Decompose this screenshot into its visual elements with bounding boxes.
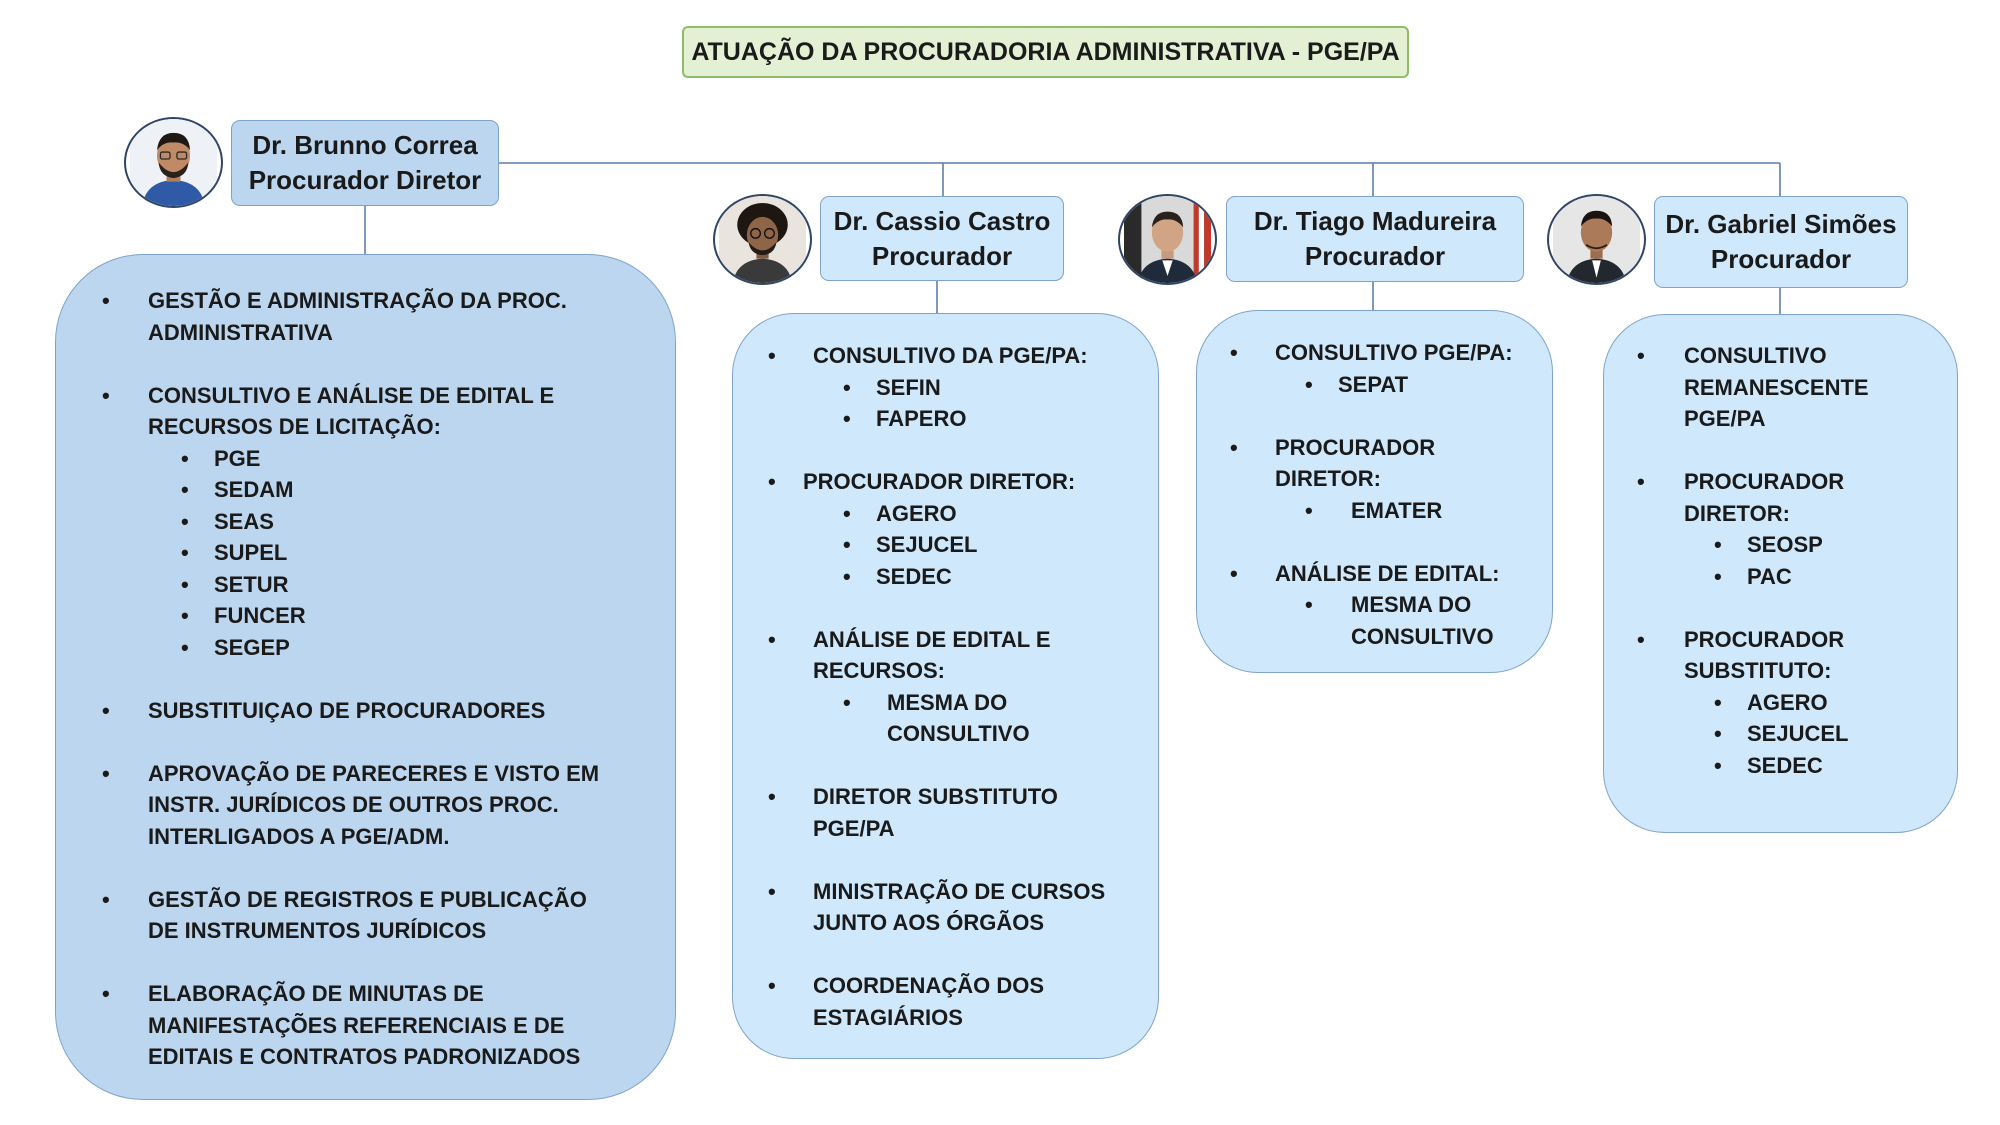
tiago-name-box: Dr. Tiago Madureira Procurador [1226, 196, 1524, 282]
procurador-role: Procurador [1304, 241, 1446, 271]
duty-subitem: SEGEP [181, 632, 615, 664]
duty-text: DIRETOR SUBSTITUTO PGE/PA [813, 784, 1058, 841]
duty-sublist: EMATER [1305, 495, 1536, 527]
duty-subitem: SEJUCEL [843, 529, 1138, 561]
duty-text: CONSULTIVO REMANESCENTE PGE/PA [1684, 343, 1869, 431]
director-name: Dr. Brunno Correa [252, 130, 478, 160]
procurador-name: Dr. Tiago Madureira [1253, 206, 1497, 236]
duty-subitem: SEAS [181, 506, 615, 538]
director-role: Procurador Diretor [248, 165, 482, 195]
duty-item: CONSULTIVO E ANÁLISE DE EDITAL E RECURSO… [102, 380, 615, 664]
duty-item: ANÁLISE DE EDITAL E RECURSOS: MESMA DO C… [768, 624, 1138, 750]
cassio-duties-box: CONSULTIVO DA PGE/PA: SEFIN FAPERO PROCU… [732, 313, 1159, 1059]
duty-item: ANÁLISE DE EDITAL: MESMA DO CONSULTIVO [1230, 558, 1536, 653]
duty-subitem: MESMA DO CONSULTIVO [843, 687, 1037, 750]
duty-text: PROCURADOR DIRETOR: [1684, 469, 1845, 526]
tiago-duties-list: CONSULTIVO PGE/PA: SEPAT PROCURADOR DIRE… [1230, 337, 1536, 652]
duty-item: CONSULTIVO DA PGE/PA: SEFIN FAPERO [768, 340, 1138, 435]
duty-sublist: SEFIN FAPERO [843, 372, 1138, 435]
duty-item: ELABORAÇÃO DE MINUTAS DE MANIFESTAÇÕES R… [102, 978, 615, 1073]
duty-text: CONSULTIVO PGE/PA: [1275, 340, 1513, 365]
duty-text: ANÁLISE DE EDITAL: [1275, 560, 1500, 586]
duty-sublist: AGERO SEJUCEL SEDEC [1714, 687, 1941, 782]
duty-text: MINISTRAÇÃO DE CURSOS JUNTO AOS ÓRGÃOS [813, 878, 1106, 936]
gabriel-duties-list: CONSULTIVO REMANESCENTE PGE/PA PROCURADO… [1637, 340, 1941, 781]
duty-text: GESTÃO DE REGISTROS E PUBLICAÇÃO DE INST… [148, 886, 587, 944]
duty-sublist: AGERO SEJUCEL SEDEC [843, 498, 1138, 593]
duty-subitem: SEJUCEL [1714, 718, 1941, 750]
tiago-duties-box: CONSULTIVO PGE/PA: SEPAT PROCURADOR DIRE… [1196, 310, 1553, 673]
duty-text: ANÁLISE DE EDITAL E RECURSOS: [813, 626, 1051, 684]
gabriel-name-box: Dr. Gabriel Simões Procurador [1654, 196, 1908, 288]
person-photo-icon [130, 119, 217, 206]
duty-item: MINISTRAÇÃO DE CURSOS JUNTO AOS ÓRGÃOS [768, 876, 1138, 939]
duty-subitem: MESMA DO CONSULTIVO [1305, 589, 1501, 652]
duty-text: APROVAÇÃO DE PARECERES E VISTO EM INSTR.… [148, 760, 600, 849]
director-name-box: Dr. Brunno Correa Procurador Diretor [231, 120, 499, 206]
duty-item: PROCURADOR DIRETOR: SEOSP PAC [1637, 466, 1941, 592]
duty-subitem: SEPAT [1305, 369, 1536, 401]
duty-item: PROCURADOR DIRETOR: AGERO SEJUCEL SEDEC [768, 466, 1138, 592]
duty-subitem: PGE [181, 443, 615, 475]
duty-item: GESTÃO DE REGISTROS E PUBLICAÇÃO DE INST… [102, 884, 615, 947]
duty-subitem: PAC [1714, 561, 1941, 593]
director-avatar [124, 117, 223, 208]
director-duties-list: GESTÃO E ADMINISTRAÇÃO DA PROC. ADMINIST… [102, 285, 615, 1073]
duty-text: CONSULTIVO DA PGE/PA: [813, 343, 1088, 368]
duty-subitem: SEOSP [1714, 529, 1941, 561]
duty-subitem: AGERO [843, 498, 1138, 530]
procurador-role: Procurador [871, 240, 1013, 271]
duty-sublist: MESMA DO CONSULTIVO [843, 687, 1138, 750]
cassio-avatar [713, 194, 812, 285]
duty-subitem: AGERO [1714, 687, 1941, 719]
duty-subitem: SEDEC [1714, 750, 1941, 782]
person-photo-icon [1124, 196, 1211, 283]
duty-subitem: SUPEL [181, 537, 615, 569]
duty-text: PROCURADOR DIRETOR: [1275, 434, 1436, 492]
duty-subitem: SEDAM [181, 474, 615, 506]
procurador-name: Dr. Cassio Castro [833, 205, 1051, 236]
duty-item: GESTÃO E ADMINISTRAÇÃO DA PROC. ADMINIST… [102, 285, 615, 348]
director-duties-box: GESTÃO E ADMINISTRAÇÃO DA PROC. ADMINIST… [55, 254, 676, 1100]
duty-sublist: SEPAT [1305, 369, 1536, 401]
duty-text: PROCURADOR SUBSTITUTO: [1684, 626, 1845, 684]
duty-item: CONSULTIVO PGE/PA: SEPAT [1230, 337, 1536, 400]
duty-text: ELABORAÇÃO DE MINUTAS DE MANIFESTAÇÕES R… [148, 981, 581, 1069]
duty-text: COORDENAÇÃO DOS ESTAGIÁRIOS [813, 973, 1045, 1030]
duty-text: SUBSTITUIÇAO DE PROCURADORES [148, 697, 546, 723]
page-title: ATUAÇÃO DA PROCURADORIA ADMINISTRATIVA -… [682, 26, 1409, 78]
duty-sublist: PGE SEDAM SEAS SUPEL SETUR FUNCER SEGEP [181, 443, 615, 664]
person-photo-icon [1553, 196, 1640, 283]
duty-item: COORDENAÇÃO DOS ESTAGIÁRIOS [768, 970, 1138, 1033]
duty-subitem: SEDEC [843, 561, 1138, 593]
duty-text: GESTÃO E ADMINISTRAÇÃO DA PROC. ADMINIST… [148, 288, 567, 345]
duty-item: PROCURADOR SUBSTITUTO: AGERO SEJUCEL SED… [1637, 624, 1941, 782]
duty-subitem: EMATER [1305, 495, 1536, 527]
duty-text: CONSULTIVO E ANÁLISE DE EDITAL E RECURSO… [148, 382, 555, 440]
duty-text: PROCURADOR DIRETOR: [803, 469, 1076, 494]
duty-subitem: SEFIN [843, 372, 1138, 404]
cassio-duties-list: CONSULTIVO DA PGE/PA: SEFIN FAPERO PROCU… [768, 340, 1138, 1033]
gabriel-avatar [1547, 194, 1646, 285]
duty-sublist: MESMA DO CONSULTIVO [1305, 589, 1536, 652]
procurador-name: Dr. Gabriel Simões [1665, 209, 1897, 239]
duty-subitem: FAPERO [843, 403, 1138, 435]
procurador-role: Procurador [1710, 244, 1852, 274]
duty-subitem: SETUR [181, 569, 615, 601]
person-photo-icon [719, 196, 806, 283]
duty-item: DIRETOR SUBSTITUTO PGE/PA [768, 781, 1138, 844]
gabriel-duties-box: CONSULTIVO REMANESCENTE PGE/PA PROCURADO… [1603, 314, 1958, 833]
duty-item: APROVAÇÃO DE PARECERES E VISTO EM INSTR.… [102, 758, 615, 853]
duty-item: SUBSTITUIÇAO DE PROCURADORES [102, 695, 615, 727]
duty-subitem: FUNCER [181, 600, 615, 632]
duty-sublist: SEOSP PAC [1714, 529, 1941, 592]
duty-item: CONSULTIVO REMANESCENTE PGE/PA [1637, 340, 1941, 435]
duty-item: PROCURADOR DIRETOR: EMATER [1230, 432, 1536, 527]
cassio-name-box: Dr. Cassio Castro Procurador [820, 196, 1064, 281]
tiago-avatar [1118, 194, 1217, 285]
